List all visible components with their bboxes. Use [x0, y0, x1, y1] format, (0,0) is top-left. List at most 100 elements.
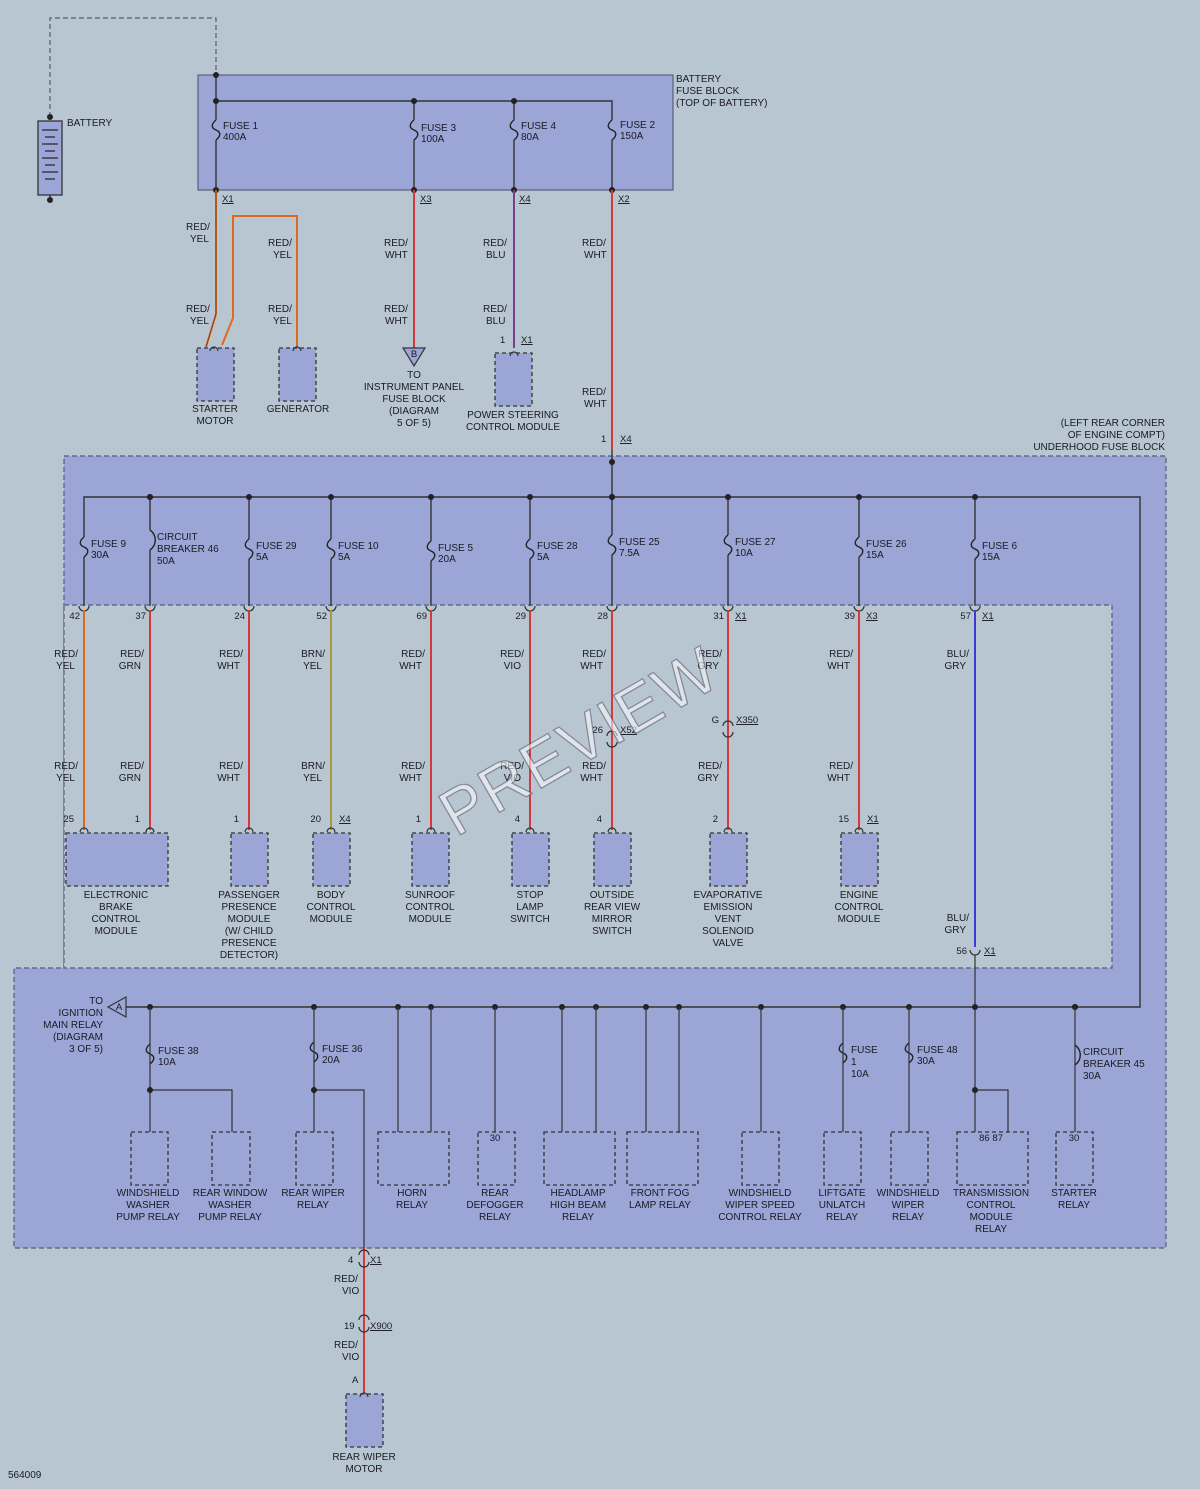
wire-label-a1-7: RED/: [698, 649, 722, 660]
fuse-2-rating: 150A: [620, 131, 644, 142]
fuse-2-name: FUSE 2: [620, 120, 655, 131]
instrument-panel-fuse-block-ref: B TO INSTRUMENT PANEL FUSE BLOCK (DIAGRA…: [364, 347, 465, 429]
lower-fuse-name-1: FUSE 36: [322, 1044, 363, 1055]
mid-fuse-6: [607, 534, 617, 556]
svg-text:MODULE: MODULE: [95, 926, 138, 937]
fuse-4-name: FUSE 4: [521, 121, 556, 132]
svg-text:PASSENGER: PASSENGER: [218, 890, 280, 901]
relay-label-9-1: WIPER: [892, 1200, 925, 1211]
relay-label-1-0: REAR WINDOW: [193, 1188, 268, 1199]
fuse-2: [607, 119, 617, 141]
mid-fuse-rating-1: 50A: [157, 556, 175, 567]
relay-pin-4: 30: [490, 1133, 501, 1144]
mid-fuse-3: [326, 538, 336, 560]
conn-bot-8: X1: [867, 814, 879, 825]
mid-fuse-name-9: FUSE 6: [982, 541, 1017, 552]
bfb-title-2: FUSE BLOCK: [676, 86, 740, 97]
relay-label-10-3: RELAY: [975, 1224, 1007, 1235]
wire-label-a1-0: RED/: [54, 649, 78, 660]
ufb-conn: X4: [620, 434, 632, 445]
engine-control-module: ENGINE CONTROL MODULE: [835, 832, 884, 925]
relay-pin-11: 30: [1069, 1133, 1080, 1144]
svg-text:SWITCH: SWITCH: [510, 914, 549, 925]
relay-label-9-2: RELAY: [892, 1212, 924, 1223]
wire-label-a2-7: GRY: [698, 661, 720, 672]
pin-bot-7: 2: [713, 814, 718, 825]
svg-text:VIO: VIO: [342, 1352, 359, 1363]
pin-top-8: 39: [844, 611, 855, 622]
wire-label-starter-b1: RED/: [186, 304, 210, 315]
wire-label-starter-b2: YEL: [190, 316, 209, 327]
relay-label-10-0: TRANSMISSION: [953, 1188, 1029, 1199]
svg-text:B: B: [411, 349, 417, 360]
passenger-presence-module: PASSENGER PRESENCE MODULE (W/ CHILD PRES…: [218, 832, 280, 961]
lower-fuse-rating-3: 30A: [917, 1056, 935, 1067]
svg-text:TO: TO: [407, 370, 421, 381]
pin-top-7: 31: [713, 611, 724, 622]
lower-fuse-rating-4: 30A: [1083, 1071, 1101, 1082]
relay-label-8-0: LIFTGATE: [818, 1188, 865, 1199]
svg-text:VENT: VENT: [715, 914, 742, 925]
wire-label-b1-7: RED/: [698, 761, 722, 772]
mid-fuse-2: [244, 538, 254, 560]
pin-top-6: 28: [597, 611, 608, 622]
wire-label-b2-7: GRY: [698, 773, 720, 784]
svg-text:EVAPORATIVE: EVAPORATIVE: [693, 890, 762, 901]
wire-label-f4-b2: BLU: [486, 316, 505, 327]
rear-wiper-motor-label-2: MOTOR: [345, 1464, 382, 1475]
wire-label-f4-b1: RED/: [483, 304, 507, 315]
wire-label-a1-4: RED/: [401, 649, 425, 660]
mid-fuse-5: [525, 538, 535, 560]
wire-label-f2-b1: RED/: [582, 387, 606, 398]
relay-label-2-0: REAR WIPER: [281, 1188, 344, 1199]
wire-label-a2-8: WHT: [827, 661, 850, 672]
svg-text:A: A: [116, 1002, 123, 1013]
ufb-title-1: (LEFT REAR CORNER: [1061, 418, 1165, 429]
wire-label-f3-a2: WHT: [385, 250, 408, 261]
mid-fuse-name-1: CIRCUIT: [157, 532, 198, 543]
battery: BATTERY: [37, 17, 217, 203]
relay-label-4-0: REAR: [481, 1188, 509, 1199]
relay-label-8-2: RELAY: [826, 1212, 858, 1223]
battery-fuse-block: BATTERY FUSE BLOCK (TOP OF BATTERY) FUSE…: [197, 72, 768, 205]
wire-label-b1-4: RED/: [401, 761, 425, 772]
wire-label-a1-6: RED/: [582, 649, 606, 660]
wire-label-b2-0: YEL: [56, 773, 75, 784]
relay-label-4-1: DEFOGGER: [466, 1200, 523, 1211]
relay-label-5-1: HIGH BEAM: [550, 1200, 606, 1211]
mid-fuse-rating-5: 5A: [537, 552, 550, 563]
mid-fuse-name-5: FUSE 28: [537, 541, 578, 552]
svg-text:A: A: [352, 1375, 359, 1386]
relay-label-7-0: WINDSHIELD: [729, 1188, 792, 1199]
relay-label-7-2: CONTROL RELAY: [718, 1212, 802, 1223]
wire-label-a1-9: BLU/: [947, 649, 969, 660]
wire-label-a2-9: GRY: [945, 661, 967, 672]
relay-label-6-1: LAMP RELAY: [629, 1200, 691, 1211]
pin-bot-8: 15: [838, 814, 849, 825]
wire-label-b1-3: BRN/: [301, 761, 325, 772]
svg-text:19: 19: [344, 1321, 355, 1332]
svg-text:MIRROR: MIRROR: [592, 914, 633, 925]
wire-label-f3-b1: RED/: [384, 304, 408, 315]
rear-wiper-motor: [345, 1393, 384, 1448]
mid-fuse-name2-1: BREAKER 46: [157, 544, 219, 555]
svg-text:DETECTOR): DETECTOR): [220, 950, 278, 961]
fuse-3: [409, 119, 419, 141]
battery-cable-dashed: [49, 17, 217, 117]
lower-fuse-name-2: FUSE: [851, 1045, 878, 1056]
wire-label-f2-a1: RED/: [582, 238, 606, 249]
top-wires: RED/ YEL RED/ YEL RED/ YEL RED/ YEL RED/…: [186, 190, 613, 450]
relay-label-7-1: WIPER SPEED: [725, 1200, 794, 1211]
mid-fuse-name-8: FUSE 26: [866, 539, 907, 550]
fuse-1-rating: 400A: [223, 132, 247, 143]
svg-text:ENGINE: ENGINE: [840, 890, 879, 901]
mid-fuse-name-3: FUSE 10: [338, 541, 379, 552]
svg-text:X1: X1: [370, 1255, 382, 1266]
inline-conn-6: X52: [620, 725, 637, 736]
pin-top-1: 37: [135, 611, 146, 622]
svg-text:VIO: VIO: [342, 1286, 359, 1297]
